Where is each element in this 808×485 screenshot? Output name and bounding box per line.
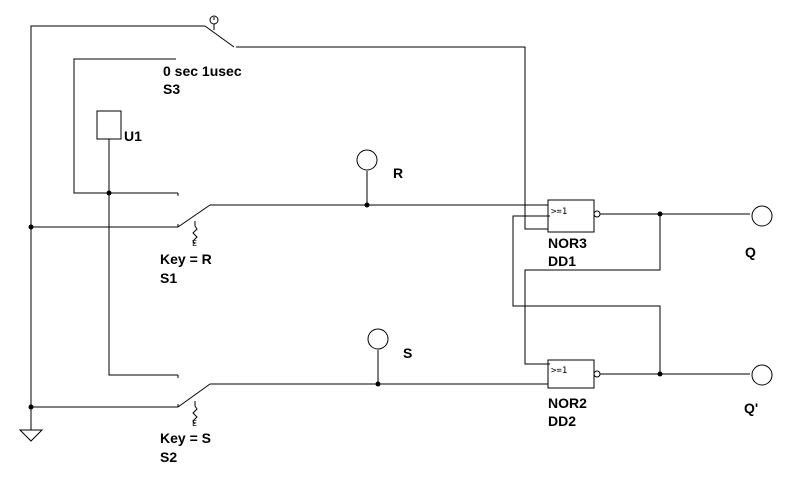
switch-s3-blade bbox=[204, 25, 235, 48]
gate-dd1-type: NOR3 bbox=[548, 235, 587, 251]
probe-r[interactable] bbox=[356, 149, 378, 205]
svg-text:E: E bbox=[192, 419, 197, 428]
output-q-probe[interactable] bbox=[751, 205, 773, 227]
switch-s2-blade bbox=[177, 383, 211, 408]
gate-dd1[interactable]: >=1 bbox=[547, 199, 601, 233]
output-qbar-lamp-icon bbox=[751, 364, 773, 386]
switch-s3-name: S3 bbox=[163, 81, 180, 97]
source-u1[interactable] bbox=[96, 110, 178, 376]
probe-r-lamp-icon bbox=[356, 149, 378, 171]
feedback-wires bbox=[512, 211, 750, 377]
svg-text:E: E bbox=[192, 239, 197, 248]
gate-dd2-name: DD2 bbox=[548, 413, 576, 429]
switch-s1[interactable]: E bbox=[177, 193, 550, 248]
spring-icon bbox=[192, 221, 198, 245]
switch-s1-key: Key = R bbox=[160, 251, 212, 267]
gate-dd1-symbol: >=1 bbox=[551, 207, 567, 217]
output-qbar-probe[interactable] bbox=[751, 364, 773, 386]
inversion-bubble-icon bbox=[593, 210, 601, 218]
gate-dd2-symbol: >=1 bbox=[551, 366, 567, 376]
output-q-lamp-icon bbox=[751, 205, 773, 227]
output-qbar-label: Q' bbox=[744, 400, 758, 416]
output-q-label: Q bbox=[745, 244, 756, 260]
ground-icon bbox=[18, 407, 44, 442]
switch-s2-key: Key = S bbox=[160, 430, 211, 446]
gate-dd2-type: NOR2 bbox=[548, 395, 587, 411]
ground-bus bbox=[28, 25, 205, 428]
switch-s1-blade bbox=[177, 204, 211, 228]
probe-r-label: R bbox=[393, 165, 403, 181]
probe-s-label: S bbox=[403, 345, 412, 361]
switch-s3-timing: 0 sec 1usec bbox=[163, 63, 242, 79]
spring-icon bbox=[192, 401, 198, 425]
switch-s2-name: S2 bbox=[160, 449, 177, 465]
gate-dd1-name: DD1 bbox=[548, 253, 576, 269]
inversion-bubble-icon bbox=[593, 370, 601, 378]
switch-s3[interactable] bbox=[73, 15, 550, 230]
source-u1-body bbox=[96, 110, 122, 140]
switch-s1-name: S1 bbox=[160, 270, 177, 286]
switch-s2[interactable]: E bbox=[177, 375, 550, 428]
probe-s-lamp-icon bbox=[367, 328, 389, 350]
gate-dd2[interactable]: >=1 bbox=[547, 359, 601, 389]
probe-s[interactable] bbox=[367, 328, 389, 384]
source-u1-name: U1 bbox=[124, 128, 142, 144]
